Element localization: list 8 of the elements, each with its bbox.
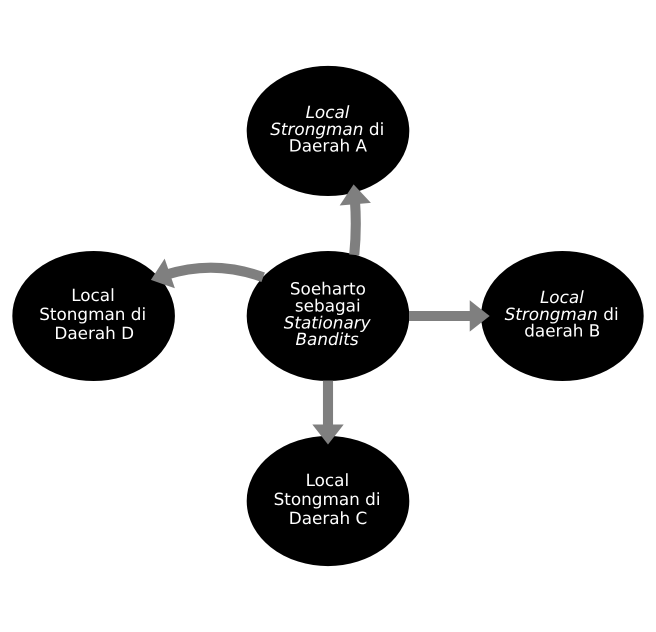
node-ellipse: Soeharto sebagai Stationary Bandits [246,250,410,382]
node-ellipse: Local Stongman di Daerah C [246,436,410,566]
arrow [409,300,490,332]
arrow [312,380,344,444]
arrow [340,184,371,256]
arrow [150,258,265,288]
node-ellipse: Local Strongman di Daerah A [246,66,410,196]
node-ellipse: Local Strongman di daerah B [481,250,644,382]
